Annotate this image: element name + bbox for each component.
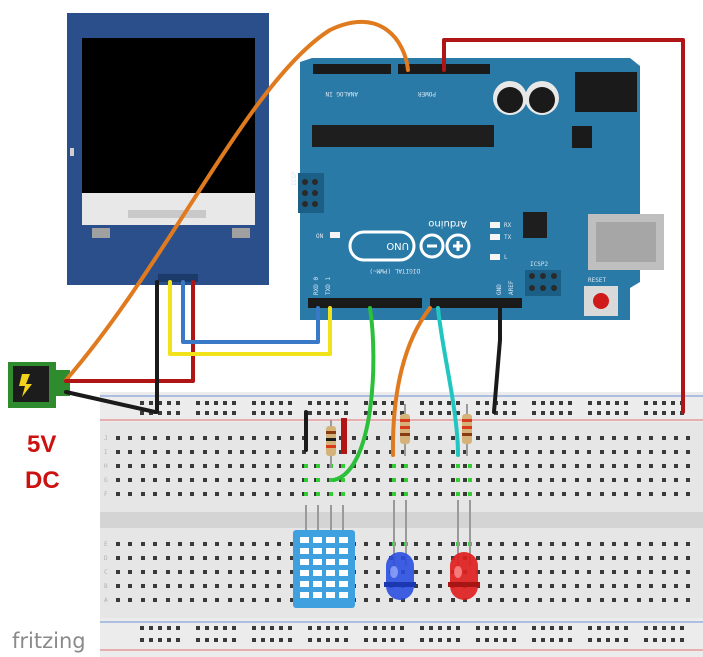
led-red bbox=[448, 500, 480, 600]
wire-orange-power bbox=[64, 19, 410, 382]
resistor-red-led bbox=[462, 404, 472, 456]
board-brand-label: Arduino bbox=[428, 218, 467, 229]
wire-red-jack bbox=[64, 280, 195, 383]
svg-text:C: C bbox=[104, 569, 108, 576]
wire-cyan-led bbox=[436, 306, 460, 457]
wires bbox=[64, 19, 685, 482]
jumper-red-sensor bbox=[341, 418, 347, 454]
header-power-label: POWER bbox=[418, 90, 436, 97]
svg-text:F: F bbox=[104, 491, 108, 498]
header-analog-label: ANALOG IN bbox=[325, 90, 358, 97]
wire-green-sensor bbox=[332, 306, 376, 482]
svg-text:B: B bbox=[104, 583, 108, 590]
resistors bbox=[326, 404, 472, 468]
wire-black-gnd bbox=[492, 306, 502, 414]
l-led-label: L bbox=[504, 254, 508, 261]
breadboard-row-letters: J I H G F E D C B A bbox=[104, 435, 108, 604]
rx-led-label: RX bbox=[504, 222, 512, 229]
svg-text:A: A bbox=[104, 597, 108, 604]
icsp2-label: ICSP2 bbox=[530, 261, 548, 268]
led-blue bbox=[384, 500, 416, 600]
on-led-label: ON bbox=[316, 233, 324, 240]
wire-black-jack bbox=[64, 390, 157, 414]
tft-lcd-module bbox=[67, 13, 269, 285]
wire-red-5v-rail bbox=[442, 38, 685, 414]
wire-yellow-lcd bbox=[168, 280, 332, 356]
svg-text:I: I bbox=[104, 449, 108, 456]
resistor-sensor-pullup bbox=[326, 420, 336, 468]
reset-label: RESET bbox=[588, 277, 606, 284]
svg-text:G: G bbox=[104, 477, 108, 484]
aref-label: AREF bbox=[508, 280, 515, 295]
board-model-label: UNO bbox=[386, 240, 409, 251]
wire-orange-led bbox=[390, 306, 432, 457]
icsp-label: ICSP bbox=[291, 171, 298, 186]
tx-led-label: TX bbox=[504, 234, 512, 241]
svg-text:J: J bbox=[104, 435, 108, 442]
txd-label: TXD 1 bbox=[325, 277, 332, 295]
arduino-logo bbox=[348, 230, 471, 262]
dht-sensor bbox=[293, 505, 355, 608]
lightning-icon bbox=[19, 374, 32, 397]
gnd-label: GND bbox=[496, 284, 503, 295]
svg-text:D: D bbox=[104, 555, 108, 562]
power-label-type: DC bbox=[25, 467, 60, 494]
fritzing-watermark: fritzing bbox=[12, 629, 86, 653]
resistor-blue-led bbox=[400, 404, 410, 456]
svg-text:E: E bbox=[104, 541, 108, 548]
rxd-label: RXD 0 bbox=[313, 277, 320, 295]
power-label-voltage: 5V bbox=[27, 431, 56, 458]
wire-blue-lcd bbox=[181, 280, 320, 344]
svg-text:H: H bbox=[104, 463, 108, 470]
header-digital-label: DIGITAL (PWM~) bbox=[369, 267, 420, 274]
arduino-uno-board: UNO Arduino ANALOG IN POWER DIGITAL (PWM… bbox=[291, 58, 664, 320]
barrel-jack bbox=[8, 362, 70, 408]
dht-sensor-grille bbox=[300, 537, 348, 598]
